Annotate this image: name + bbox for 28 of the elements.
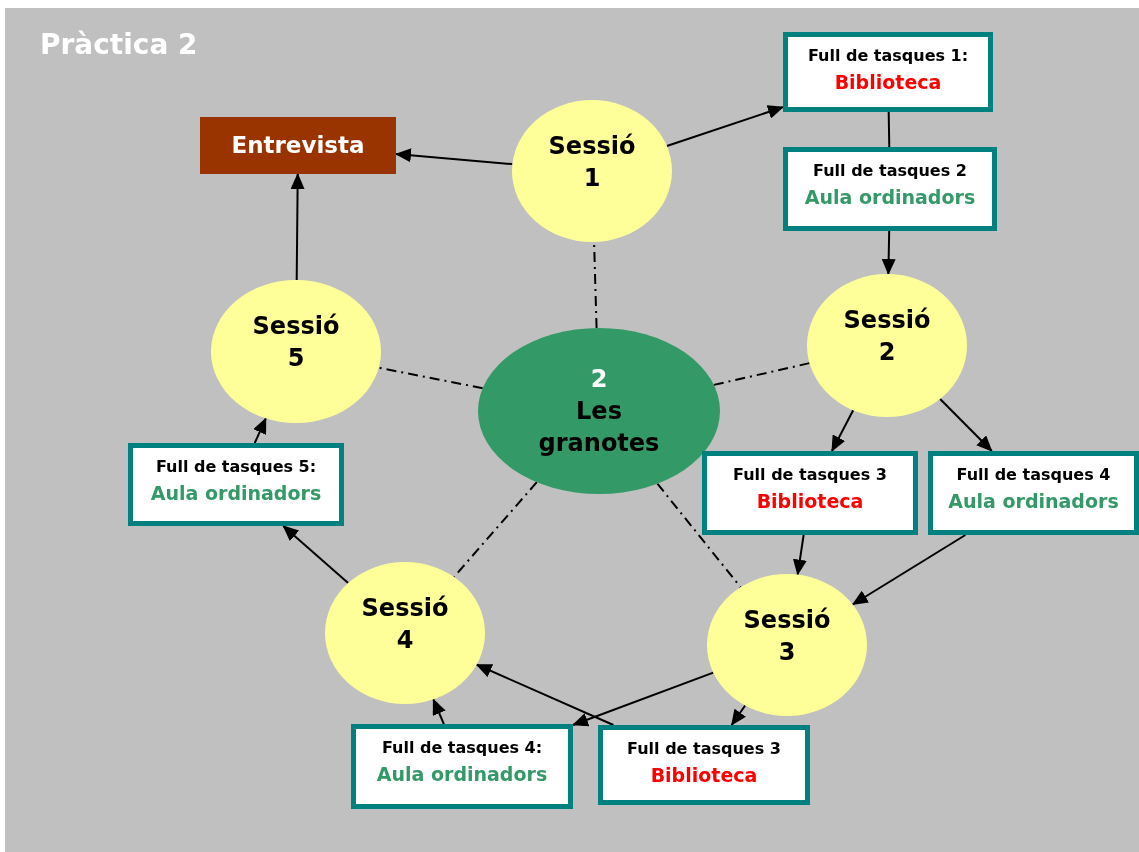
arrow <box>475 663 615 726</box>
dash-dot-line <box>656 482 742 589</box>
arrow <box>792 534 807 576</box>
connector-line <box>887 111 891 148</box>
task-sheet-box: Full de tasques 2 Aula ordinadors <box>783 147 997 231</box>
arrow <box>881 230 896 275</box>
arrow <box>830 409 855 452</box>
task-sheet-box: Full de tasques 3 Biblioteca <box>702 451 918 535</box>
arrow <box>432 698 446 725</box>
arrow <box>851 534 967 606</box>
dash-dot-line <box>377 366 484 390</box>
arrow <box>395 148 514 166</box>
task-sheet-box: Full de tasques 4 Aula ordinadors <box>928 451 1139 535</box>
interview-box: Entrevista <box>200 117 396 174</box>
task-sheet-box: Full de tasques 5: Aula ordinadors <box>128 443 344 526</box>
arrow <box>290 173 305 281</box>
arrow <box>939 397 993 452</box>
task-sheet-box: Full de tasques 4: Aula ordinadors <box>351 724 573 809</box>
title: Pràctica 2 <box>40 27 198 63</box>
task-sheet-box: Full de tasques 1: Biblioteca <box>783 32 993 112</box>
arrow <box>572 671 715 727</box>
arrow <box>665 105 784 147</box>
arrow <box>730 704 747 726</box>
arrow <box>282 525 350 585</box>
dash-dot-line <box>712 362 811 386</box>
arrow <box>253 417 267 444</box>
task-sheet-box: Full de tasques 3 Biblioteca <box>598 725 810 805</box>
dash-dot-line <box>453 481 538 578</box>
